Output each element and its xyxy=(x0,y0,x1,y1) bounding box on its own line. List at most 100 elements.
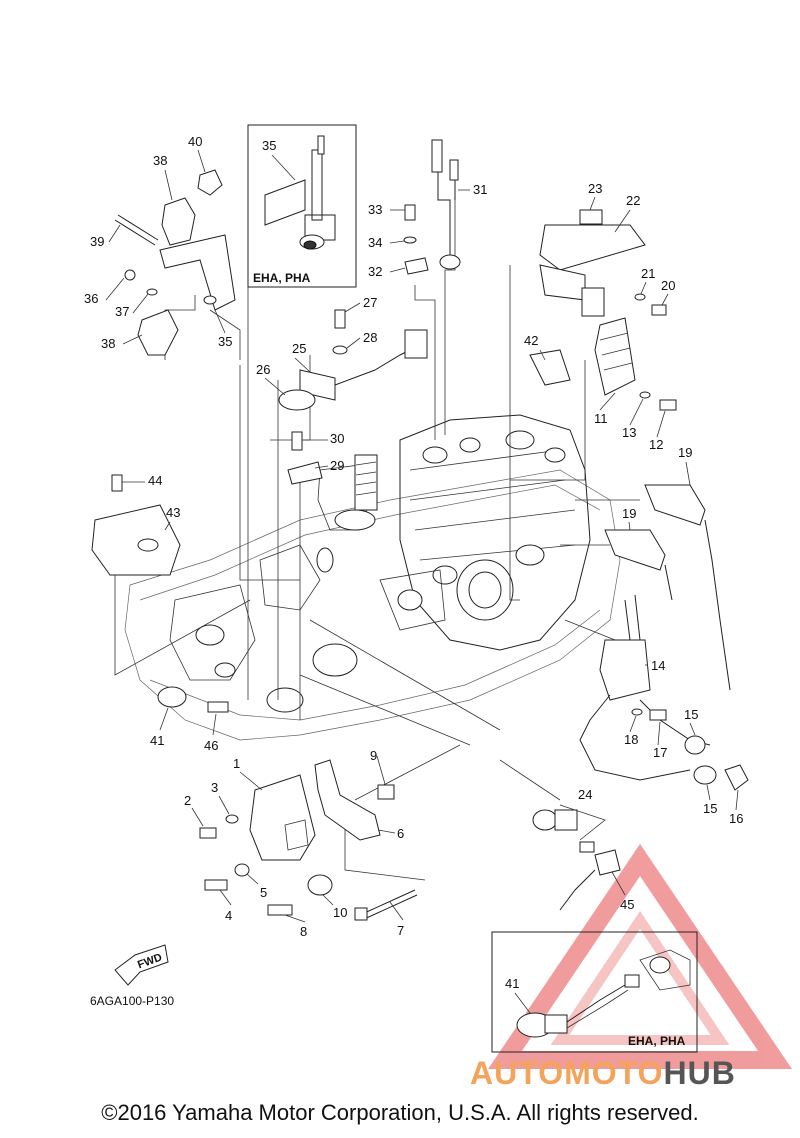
part-26 xyxy=(278,389,316,411)
callout-24: 24 xyxy=(578,787,592,802)
callout-30: 30 xyxy=(330,431,344,446)
part-44 xyxy=(111,474,123,492)
inset-note-top: EHA, PHA xyxy=(253,271,311,285)
part-38-top xyxy=(161,197,196,246)
callout-26: 26 xyxy=(256,362,270,377)
callout-39: 39 xyxy=(90,234,104,249)
part-30 xyxy=(291,431,303,451)
callout-18: 18 xyxy=(624,732,638,747)
part-40 xyxy=(197,169,223,196)
callout-38a: 38 xyxy=(153,153,167,168)
callout-8: 8 xyxy=(300,924,307,939)
part-20 xyxy=(651,304,667,316)
part-2 xyxy=(199,827,217,839)
callout-45: 45 xyxy=(620,897,634,912)
callout-31: 31 xyxy=(473,182,487,197)
callout-23: 23 xyxy=(588,181,602,196)
part-22 xyxy=(539,224,646,271)
callout-38b: 38 xyxy=(101,336,115,351)
callout-46: 46 xyxy=(204,738,218,753)
part-29 xyxy=(287,461,323,485)
callout-14: 14 xyxy=(651,658,665,673)
callout-leaders xyxy=(105,149,739,923)
part-38-bottom xyxy=(137,309,179,356)
callout-33: 33 xyxy=(368,202,382,217)
part-5 xyxy=(234,863,250,877)
callout-7: 7 xyxy=(397,923,404,938)
part-10 xyxy=(307,874,333,896)
callout-17: 17 xyxy=(653,745,667,760)
callout-40: 40 xyxy=(188,134,202,149)
part-39 xyxy=(114,219,156,246)
callout-2: 2 xyxy=(184,793,191,808)
watermark-triangle xyxy=(488,843,792,1069)
callout-numbers: 1 2 3 4 5 6 7 8 9 10 11 12 13 14 15 15 1… xyxy=(84,134,743,939)
part-27 xyxy=(334,309,346,329)
callout-16: 16 xyxy=(729,811,743,826)
callout-15b: 15 xyxy=(703,801,717,816)
part-16 xyxy=(724,764,749,791)
part-8 xyxy=(267,904,293,916)
callout-32: 32 xyxy=(368,264,382,279)
part-7 xyxy=(359,889,416,916)
callout-10: 10 xyxy=(333,905,347,920)
part-15b xyxy=(693,765,717,785)
engine-block xyxy=(124,414,621,741)
part-1 xyxy=(249,774,316,861)
part-42 xyxy=(529,349,571,386)
part-46 xyxy=(207,701,229,713)
callout-34: 34 xyxy=(368,235,382,250)
inset-eha-pha-bottom: 41 EHA, PHA xyxy=(491,931,698,1053)
part-19a xyxy=(644,484,706,526)
part-11 xyxy=(594,317,636,396)
callout-19a: 19 xyxy=(678,445,692,460)
part-15a xyxy=(684,735,706,755)
inset-eha-pha-top: 35 EHA, PHA xyxy=(247,124,357,288)
part-32 xyxy=(404,257,429,275)
part-12 xyxy=(659,399,677,411)
callout-25: 25 xyxy=(292,341,306,356)
part-14 xyxy=(599,639,651,701)
callout-9: 9 xyxy=(370,748,377,763)
callout-37: 37 xyxy=(115,304,129,319)
fwd-arrow-icon: FWD xyxy=(114,944,169,986)
part-37 xyxy=(146,288,158,296)
part-23 xyxy=(579,209,603,225)
watermark-brand-part2: HUB xyxy=(663,1055,736,1091)
part-19b xyxy=(604,529,666,571)
callout-42: 42 xyxy=(524,333,538,348)
callout-44: 44 xyxy=(148,473,162,488)
callout-21: 21 xyxy=(641,266,655,281)
callout-35: 35 xyxy=(218,334,232,349)
callout-20: 20 xyxy=(661,278,675,293)
part-41 xyxy=(157,686,187,708)
watermark-brand-part1: AUTOMOTO xyxy=(470,1055,664,1091)
callout-27: 27 xyxy=(363,295,377,310)
inset-note-bottom: EHA, PHA xyxy=(628,1034,686,1048)
leader-lines xyxy=(114,125,640,881)
diagram-code: 6AGA100-P130 xyxy=(90,994,174,1008)
part-43 xyxy=(91,504,181,576)
part-35 xyxy=(159,234,236,311)
callout-12: 12 xyxy=(649,437,663,452)
callout-22: 22 xyxy=(626,193,640,208)
part-6 xyxy=(314,759,381,841)
callout-41: 41 xyxy=(150,733,164,748)
part-34 xyxy=(403,236,417,244)
callout-13: 13 xyxy=(622,425,636,440)
callout-36: 36 xyxy=(84,291,98,306)
part-18 xyxy=(631,708,643,716)
callout-4: 4 xyxy=(225,908,232,923)
part-21 xyxy=(634,293,646,301)
part-24 xyxy=(532,809,558,831)
callout-19b: 19 xyxy=(622,506,636,521)
part-17 xyxy=(649,709,667,721)
part-13 xyxy=(639,391,651,399)
part-33 xyxy=(404,204,416,221)
part-4 xyxy=(204,879,228,891)
callout-41-inset: 41 xyxy=(505,976,519,991)
callout-43: 43 xyxy=(166,505,180,520)
callout-35-inset: 35 xyxy=(262,138,276,153)
part-36 xyxy=(124,269,136,281)
